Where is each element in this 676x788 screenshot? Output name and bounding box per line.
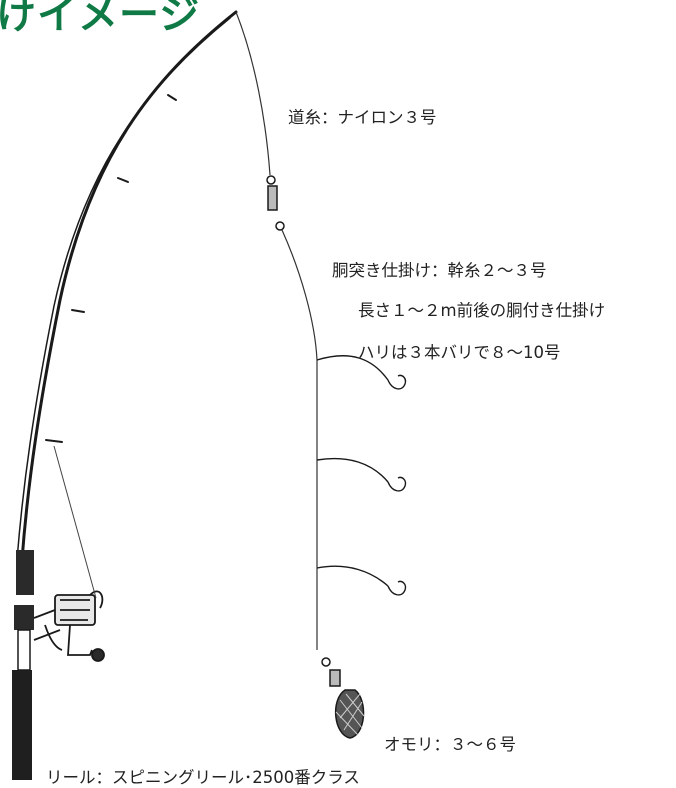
sinker-label: オモリ：３～６号: [384, 735, 516, 754]
reel-label: リール：スピニングリール･2500番クラス: [46, 768, 360, 787]
main-line: [235, 11, 271, 176]
main-line-label: 道糸：ナイロン３号: [288, 108, 437, 127]
swivel: [266, 175, 285, 231]
rig-description-line3: ハリは３本バリで８～10号: [358, 343, 561, 362]
spinning-reel: [33, 590, 105, 662]
rig-description-line1: 胴突き仕掛け：幹糸２～３号: [332, 261, 547, 280]
rod-grip: [12, 550, 34, 780]
sinker: [321, 657, 365, 739]
rig-description-line2: 長さ１～２m前後の胴付き仕掛け: [358, 301, 606, 320]
trunk-line: [281, 229, 318, 650]
reel-line: [53, 445, 97, 599]
branch-hooks: [316, 355, 407, 596]
diagram-title: けイメージ: [0, 0, 201, 38]
fishing-rod: [16, 10, 238, 562]
